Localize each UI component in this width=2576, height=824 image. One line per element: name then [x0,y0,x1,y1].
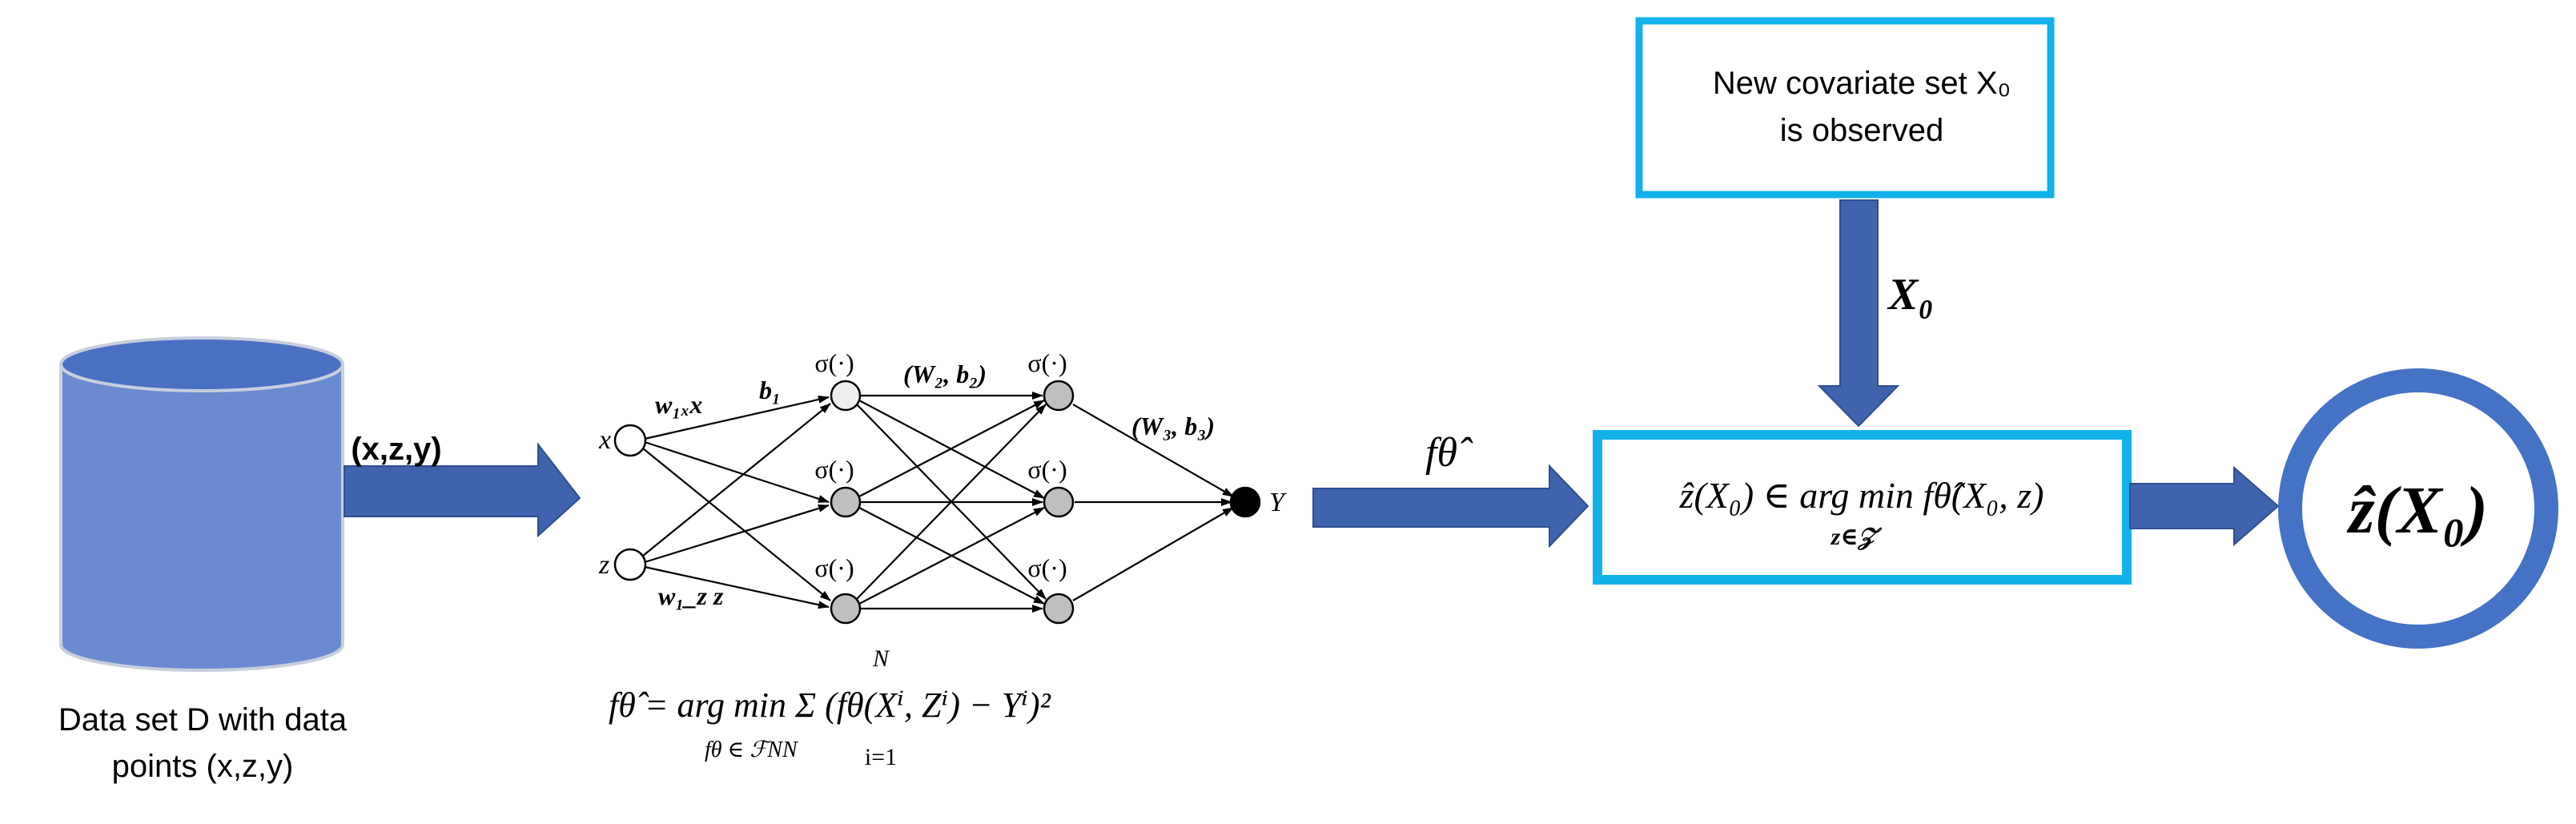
result-label: ẑ(X₀) [2346,473,2488,548]
data-arrow-label: (x,z,y) [351,432,441,467]
activation-label: σ(·) [814,553,854,582]
weight-label-x: w₁ₓx [655,390,702,419]
result-arrow [2129,465,2280,547]
output-label: Y [1269,488,1287,517]
activation-label: σ(·) [814,348,854,377]
activation-label: σ(·) [1027,348,1067,377]
neural-network-diagram [613,380,1261,625]
activation-label: σ(·) [1027,553,1067,582]
new-covariate-line2: is observed [1780,113,1944,148]
hidden-node [1043,486,1075,518]
new-covariate-box [1635,17,2055,199]
new-covariate-arrow-label: X₀ [1887,270,1934,320]
dataset-cylinder-icon [59,336,344,672]
fitted-model-arrow [1312,464,1589,549]
layer3-params-label: (W₃, b₃) [1131,412,1215,440]
hidden-node [830,380,862,412]
bias-label: b₁ [759,376,781,404]
new-covariate-arrow [1817,199,1900,428]
output-node [1229,486,1261,518]
activation-label: σ(·) [814,455,854,484]
hidden-node [830,486,862,518]
input-label-z: z [598,550,609,580]
hidden-node [1043,593,1075,625]
optimization-formula: ẑ(X₀) ∈ arg min fθ̂(X₀, z) [1679,475,2044,516]
weight-label-z: w₁_z z [658,581,724,610]
result-circle [2278,368,2558,649]
training-formula-subscript: fθ ∈ ℱNN [705,738,798,762]
new-covariate-line1: New covariate set X₀ [1713,66,2011,101]
hidden-node [830,593,862,625]
fitted-model-label: fθ̂ [1425,430,1473,476]
sum-lower-limit: i=1 [865,744,897,770]
optimization-subscript: z∈𝒵 [1831,524,1883,550]
data-flow-arrow [344,442,581,538]
sum-upper-limit: N [872,645,890,672]
dataset-caption-line2: points (x,z,y) [112,749,294,784]
training-formula: fθ̂ = arg min Σ (fθ(Xⁱ, Zⁱ) − Yⁱ)² [609,685,1051,725]
layer2-params-label: (W₂, b₂) [903,360,987,388]
activation-label: σ(·) [1027,455,1067,484]
optimization-box [1593,430,2132,585]
input-node-z [613,548,647,581]
input-node-x [613,424,647,457]
dataset-caption-line1: Data set D with data [58,702,348,738]
hidden-node [1043,380,1075,412]
input-label-x: x [598,425,611,455]
